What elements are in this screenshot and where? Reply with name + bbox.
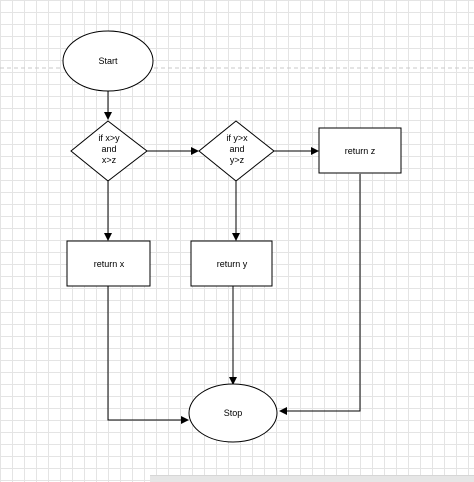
return-y-node[interactable]: return y [190,240,273,287]
cond-y-line-3: y>z [230,155,245,165]
return-x-node[interactable]: return x [66,240,151,287]
return-z-label: return z [345,146,376,156]
edges [104,91,361,424]
edge-return-x-to-stop[interactable] [107,286,189,424]
cond-x-line-2: and [101,144,116,154]
cond-x-line-1: if x>y [98,133,120,143]
cond-x-line-3: x>z [102,155,117,165]
stop-node-label: Stop [224,408,243,418]
start-node-label: Start [98,56,118,66]
start-node[interactable]: Start [62,30,154,92]
return-z-node[interactable]: return z [318,127,402,174]
cond-y-node[interactable]: if y>x and y>z [198,120,275,182]
horizontal-scrollbar[interactable] [150,475,474,482]
return-y-label: return y [217,259,248,269]
stop-node[interactable]: Stop [188,383,278,443]
edge-return-z-to-stop[interactable] [279,174,361,415]
cond-x-node[interactable]: if x>y and x>z [70,120,148,182]
cond-y-line-2: and [229,144,244,154]
return-x-label: return x [94,259,125,269]
cond-y-line-1: if y>x [226,133,248,143]
